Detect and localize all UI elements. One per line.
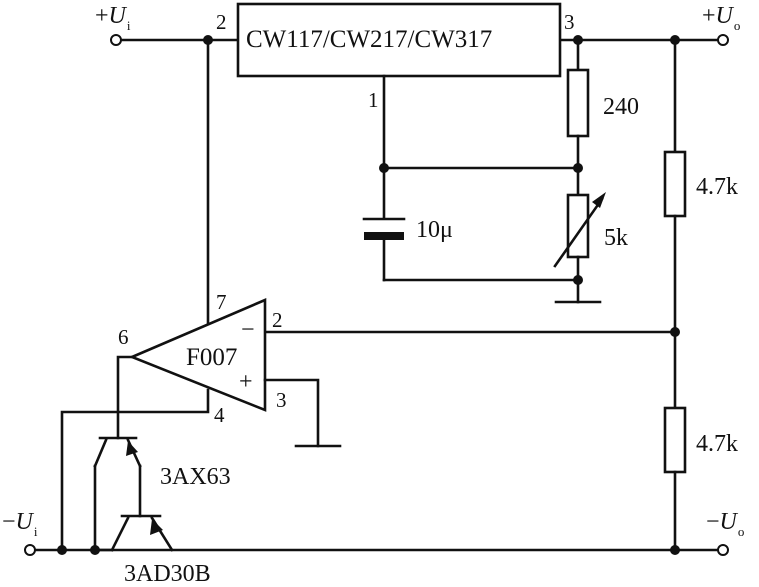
q1-collector	[93, 438, 108, 468]
opamp-pin-inv: 2	[272, 308, 283, 332]
transistor-q1-label: 3AX63	[160, 464, 231, 490]
wire-opamp-vneg	[60, 388, 210, 552]
junction-dot	[670, 327, 680, 337]
label-vout-pos: +Uo	[702, 3, 741, 33]
junction-dot	[573, 35, 583, 45]
opamp-pin-vpos: 7	[216, 290, 227, 314]
junction-dot	[57, 545, 67, 555]
label-vin-neg: −Ui	[2, 509, 38, 539]
pot-arrow-shaft	[553, 197, 604, 268]
regulator-pin-out: 3	[564, 10, 575, 34]
opamp-sign-inv: −	[241, 317, 255, 343]
resistor-4k7-bottom-label: 4.7k	[696, 431, 738, 457]
opamp-triangle	[128, 298, 267, 412]
potentiometer-5k	[566, 193, 590, 259]
cap-plate-bottom	[364, 232, 404, 240]
resistor-4k7-bottom	[663, 406, 687, 474]
potentiometer-label: 5k	[604, 225, 628, 251]
opamp-pin-output: 6	[118, 325, 129, 349]
q1-emitter-arrow	[126, 441, 138, 456]
terminal-vin-pos	[110, 34, 122, 46]
junction-dot	[203, 35, 213, 45]
q2-collector	[110, 516, 130, 552]
wire-noninv-ground	[263, 378, 320, 448]
terminal-vout-neg	[717, 544, 729, 556]
resistor-240-label: 240	[603, 94, 639, 120]
q2-emitter-arrow	[150, 519, 163, 535]
regulator-pin-in: 2	[216, 10, 227, 34]
junction-dot	[670, 545, 680, 555]
capacitor-label: 10μ	[416, 217, 453, 243]
resistor-240	[566, 68, 590, 138]
transistor-q2-label: 3AD30B	[124, 561, 211, 587]
junction-dot	[90, 545, 100, 555]
regulator-block	[236, 2, 562, 78]
junction-dot	[573, 163, 583, 173]
wire-opamp-output	[116, 355, 134, 440]
junction-dot	[670, 35, 680, 45]
resistor-4k7-top	[663, 150, 687, 218]
regulator-pin-adj: 1	[368, 88, 379, 112]
resistor-4k7-top-label: 4.7k	[696, 174, 738, 200]
junction-dot	[573, 275, 583, 285]
junction-dot	[379, 163, 389, 173]
terminal-vout-pos	[717, 34, 729, 46]
opamp-pin-noninv: 3	[276, 388, 287, 412]
opamp-pin-vneg: 4	[214, 403, 225, 427]
label-vin-pos: +Ui	[95, 3, 131, 33]
pot-arrow-head	[592, 192, 606, 208]
opamp-sign-noninv: +	[239, 369, 253, 395]
label-vout-neg: −Uo	[706, 509, 745, 539]
opamp-label: F007	[186, 344, 238, 371]
terminal-vin-neg	[24, 544, 36, 556]
regulator-label: CW117/CW217/CW317	[246, 26, 493, 53]
